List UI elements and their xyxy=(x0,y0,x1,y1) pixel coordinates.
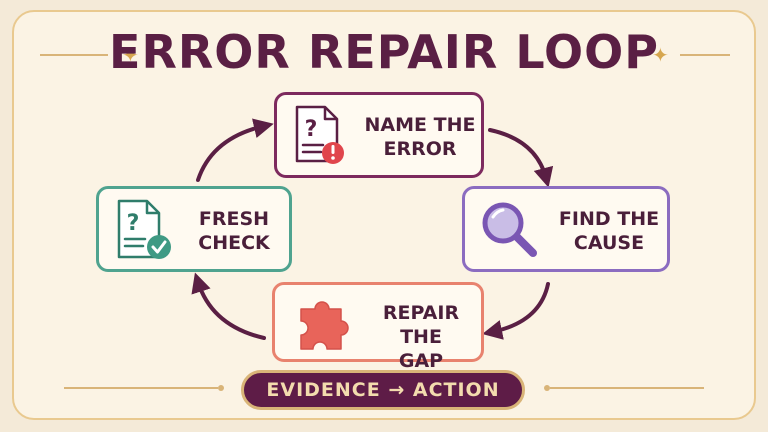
evidence-action-banner: EVIDENCE → ACTION xyxy=(241,370,525,410)
footer-left-dot xyxy=(218,385,224,391)
magnifying-glass-icon xyxy=(482,202,537,257)
arrow-bottom-to-left xyxy=(191,272,266,340)
step-card-repair-the-gap: REPAIR THE GAP xyxy=(272,282,484,372)
puzzle-piece-icon xyxy=(300,301,349,350)
step-card-find-the-cause: FIND THE CAUSE xyxy=(462,186,670,272)
svg-text:?: ? xyxy=(127,211,140,236)
footer-left-rule xyxy=(64,387,218,389)
step-label-repair-the-gap: REPAIR THE GAP xyxy=(382,302,460,372)
svg-text:?: ? xyxy=(305,117,318,142)
document-question-check-icon: ? xyxy=(117,199,171,259)
arrow-left-to-top xyxy=(196,118,274,182)
step-card-name-the-error: ? NAME THE ERROR xyxy=(274,92,484,178)
arrow-top-to-right xyxy=(488,128,554,188)
arrow-right-to-bottom xyxy=(482,282,550,340)
diagram-title: ERROR REPAIR LOOP xyxy=(109,25,659,79)
sparkle-right-icon: ✦ xyxy=(652,43,669,67)
sparkle-left-icon: ✦ xyxy=(122,43,139,67)
step-label-name-the-error: NAME THE ERROR xyxy=(364,114,476,160)
document-question-alert-icon: ? xyxy=(295,105,344,164)
title-right-rule xyxy=(680,54,730,56)
footer-right-dot xyxy=(544,385,550,391)
step-label-find-the-cause: FIND THE CAUSE xyxy=(558,208,660,254)
step-label-fresh-check: FRESH CHECK xyxy=(198,208,270,254)
footer-right-rule xyxy=(550,387,704,389)
step-card-fresh-check: ? FRESH CHECK xyxy=(96,186,292,272)
title-left-rule xyxy=(40,54,108,56)
